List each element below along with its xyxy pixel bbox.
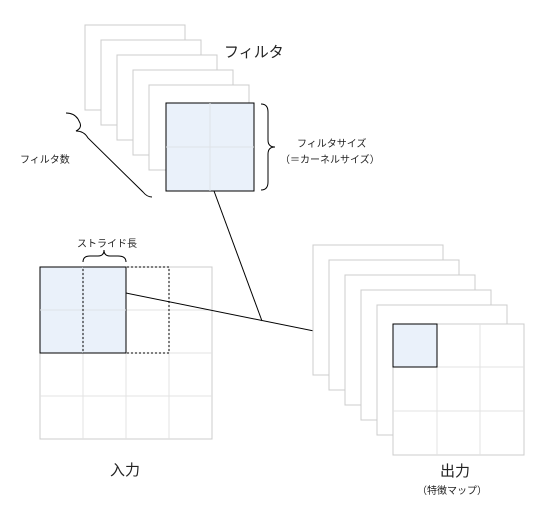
input-label: 入力 <box>110 461 141 479</box>
kernel-size-label: （＝カーネルサイズ） <box>280 155 380 166</box>
front-filter <box>165 102 255 192</box>
stride-label: ストライド長 <box>77 239 137 250</box>
filter-stack <box>84 24 255 192</box>
stride-brace <box>82 249 127 263</box>
filter-size-brace <box>260 103 276 191</box>
filter-label: フィルタ <box>224 43 284 61</box>
output-stack <box>312 244 525 456</box>
input-grid <box>39 266 213 440</box>
output-front-grid <box>392 323 525 456</box>
filter-count-brace <box>65 112 153 198</box>
filter-size-label: フィルタサイズ <box>297 139 367 150</box>
output-cell <box>392 323 438 368</box>
filter-count-label: フィルタ数 <box>20 155 70 166</box>
stride-window <box>82 266 170 354</box>
filter-to-input-line <box>213 190 263 322</box>
feature-map-label: （特徴マップ） <box>417 486 487 497</box>
output-label: 出力 <box>440 462 471 480</box>
